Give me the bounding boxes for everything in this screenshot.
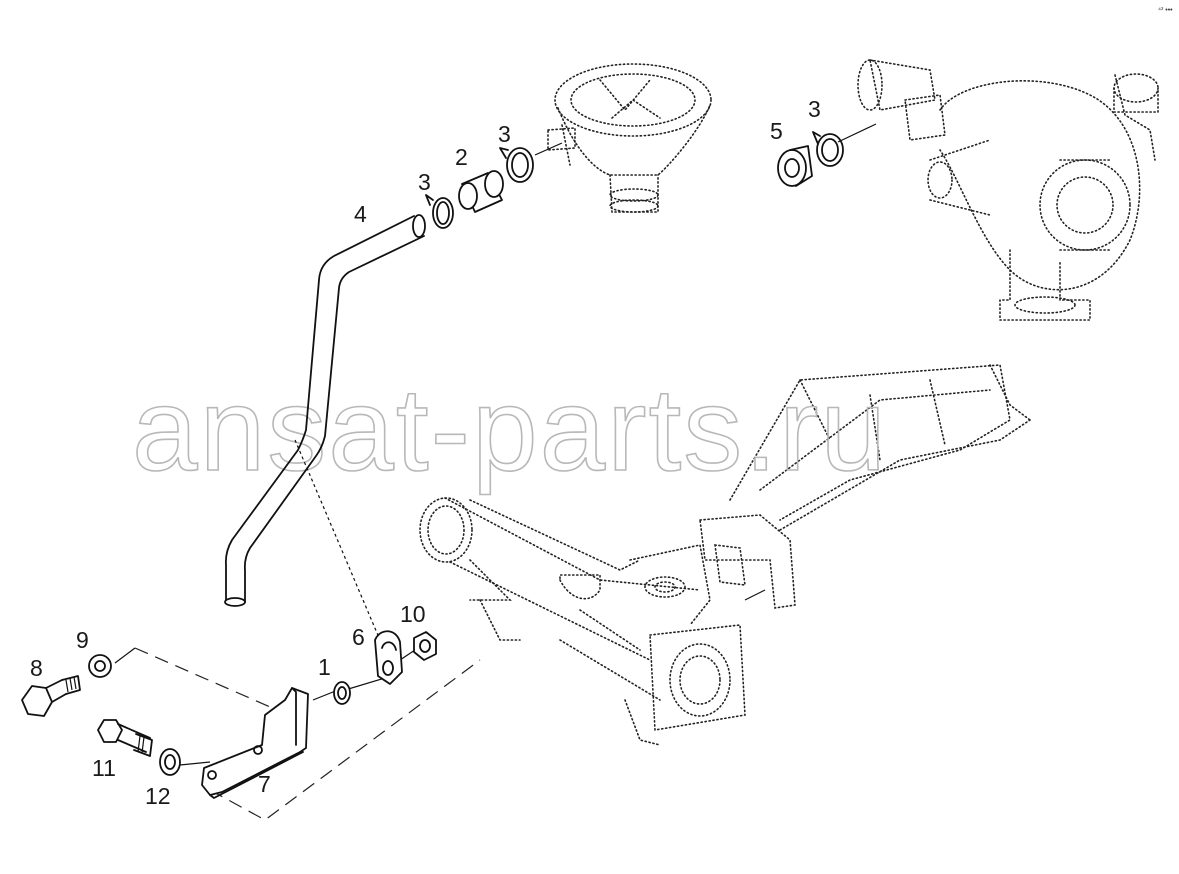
part-11-bolt xyxy=(97,719,153,757)
part-3-hose-clamp-left xyxy=(425,194,454,229)
callout-8: 8 xyxy=(30,655,43,681)
callout-3-left: 3 xyxy=(418,169,431,195)
callout-3-middle: 3 xyxy=(498,121,511,147)
turbocharger xyxy=(857,59,1159,321)
callout-12: 12 xyxy=(145,783,171,809)
axle-housing xyxy=(419,364,1031,746)
part-3-hose-clamp-middle xyxy=(499,147,534,183)
callout-11: 11 xyxy=(92,755,116,781)
callout-10: 10 xyxy=(400,601,426,627)
part-3-hose-clamp-right xyxy=(812,131,844,167)
air-cleaner-housing xyxy=(547,63,712,213)
callout-4: 4 xyxy=(354,201,367,227)
callout-5: 5 xyxy=(770,118,783,144)
part-2-sleeve xyxy=(458,170,504,213)
callout-3-right: 3 xyxy=(808,96,821,122)
part-12-lock-washer xyxy=(159,748,181,776)
corner-mark: ⁴³ ••• xyxy=(1158,7,1173,14)
watermark: ansat-parts.ru xyxy=(132,364,888,496)
part-4-hose xyxy=(224,214,426,607)
callout-labels: 2 3 3 3 4 5 1 6 10 8 9 11 12 7 xyxy=(30,96,821,809)
part-5-plug xyxy=(777,145,813,187)
callout-9: 9 xyxy=(76,627,89,653)
callout-1: 1 xyxy=(318,654,331,680)
part-9-washer xyxy=(88,654,112,678)
callout-6: 6 xyxy=(352,624,365,650)
callout-7: 7 xyxy=(258,771,271,797)
part-1-washer xyxy=(333,681,351,705)
leader-lines xyxy=(114,123,877,821)
part-8-bolt xyxy=(21,675,81,717)
part-7-bracket xyxy=(201,687,309,799)
callout-2: 2 xyxy=(455,144,468,170)
part-6-pipe-clip xyxy=(374,630,403,685)
part-10-nut xyxy=(413,631,437,661)
